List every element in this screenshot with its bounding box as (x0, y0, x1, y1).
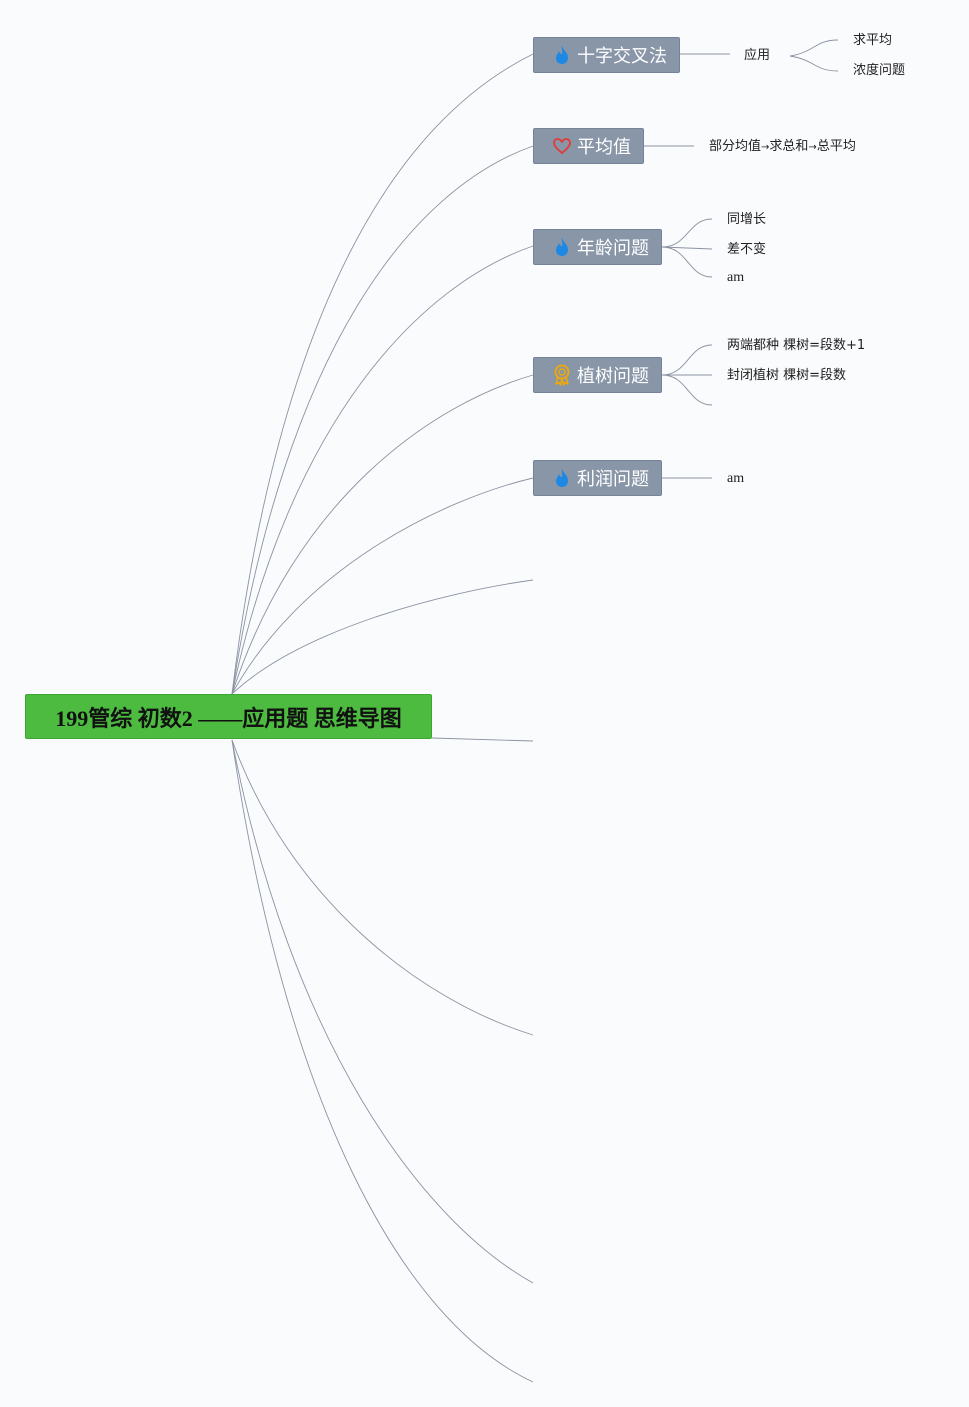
age-item-2[interactable]: 差不变 (727, 242, 767, 257)
link-root-empty-2 (431, 737, 534, 742)
link-age-2 (661, 246, 713, 250)
topic-label: 十字交叉法 (577, 46, 667, 67)
topic-tree-planting[interactable]: 植树问题 (533, 357, 662, 393)
link-root-cross (231, 53, 534, 695)
root-node[interactable]: 199管综 初数2 ——应用题 思维导图 (25, 694, 432, 739)
link-application-avg (789, 39, 839, 57)
cross-subitem-average[interactable]: 求平均 (853, 33, 893, 48)
flame-icon (552, 44, 572, 66)
link-application-conc (789, 55, 839, 72)
average-part3: 总平均 (816, 139, 856, 154)
link-root-empty-4 (231, 739, 534, 1284)
heart-icon (552, 135, 572, 157)
profit-item-1[interactable]: am (727, 471, 745, 486)
topic-label: 利润问题 (577, 469, 649, 490)
topic-age[interactable]: 年龄问题 (533, 229, 662, 265)
topic-label: 年龄问题 (577, 238, 649, 259)
link-tree-3 (661, 374, 713, 406)
topic-profit[interactable]: 利润问题 (533, 460, 662, 496)
link-root-average (231, 145, 534, 695)
age-item-3[interactable]: am (727, 270, 745, 285)
link-root-profit (231, 477, 534, 695)
tree-item-1[interactable]: 两端都种 棵树=段数+1 (727, 338, 866, 353)
cross-subitem-concentration[interactable]: 浓度问题 (853, 63, 906, 78)
topic-label: 平均值 (577, 137, 631, 158)
topic-average[interactable]: 平均值 (533, 128, 644, 164)
link-root-age (231, 245, 534, 695)
average-part2: 求总和 (769, 139, 809, 154)
link-age-3 (661, 246, 713, 278)
flame-icon (552, 467, 572, 489)
link-tree-1 (661, 344, 713, 376)
badge-icon (552, 364, 572, 386)
arrow-right-icon: → (761, 142, 770, 153)
flame-icon (552, 236, 572, 258)
link-root-tree (231, 374, 534, 695)
link-root-empty-1 (231, 579, 534, 695)
arrow-right-icon: → (808, 142, 817, 153)
topic-label: 植树问题 (577, 366, 649, 387)
root-title: 199管综 初数2 ——应用题 思维导图 (55, 705, 402, 731)
link-age-1 (661, 218, 713, 248)
average-detail-node[interactable]: 部分均值→求总和→总平均 (709, 139, 856, 156)
link-root-empty-5 (231, 739, 534, 1383)
cross-application-node[interactable]: 应用 (744, 48, 771, 63)
topic-cross-method[interactable]: 十字交叉法 (533, 37, 680, 73)
tree-item-2[interactable]: 封闭植树 棵树=段数 (727, 368, 847, 383)
link-root-empty-3 (231, 739, 534, 1036)
average-part1: 部分均值 (709, 139, 762, 154)
age-item-1[interactable]: 同增长 (727, 212, 767, 227)
